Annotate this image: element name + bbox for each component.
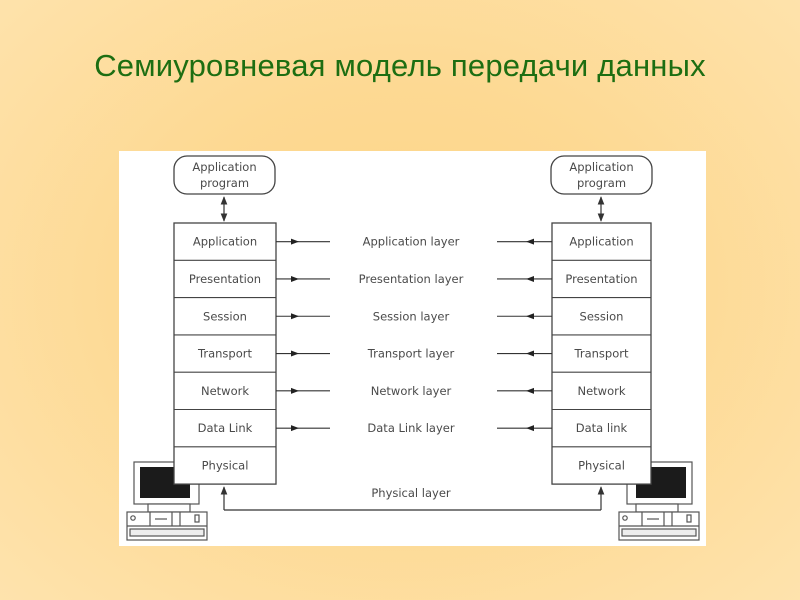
layer-label: Transport [197,347,252,361]
layer-label: Network [577,384,625,398]
layer-cell: Transport [552,334,651,361]
layer-label: Application [569,235,633,249]
slide-title: Семиуровневая модель передачи данных [94,48,706,83]
layer-cell: Presentation [174,259,276,286]
arrowhead-right-icon [291,238,299,245]
stack-frame [173,222,277,485]
peer-link: Session layer [276,309,552,323]
program-label-line2: program [577,176,626,190]
layer-label: Data Link [198,421,253,435]
monitor-stand [147,503,191,513]
layer-cell: Application [193,235,257,249]
layer-cell: Session [174,297,276,323]
peer-link: Data Link layer [276,421,552,435]
peer-link: Presentation layer [276,272,552,286]
layer-label: Data link [576,421,628,435]
program-label-line2: program [200,176,249,190]
layer-cell: Data link [552,408,651,435]
layer-label: Session [203,309,247,323]
arrowhead-left-icon [526,387,534,394]
right-application-program: Application program [550,155,653,195]
layer-cell: Data Link [174,408,276,435]
layer-cell: Presentation [552,259,651,286]
peer-link: Application layer [276,235,552,249]
arrowhead-right-icon [291,387,299,394]
peer-link-label: Application layer [363,235,460,249]
arrowhead-left-icon [526,275,534,282]
peer-link-label: Transport layer [367,347,455,361]
layer-cell: Physical [552,446,651,472]
stack-frame [551,222,652,485]
layer-label: Physical [578,458,625,472]
layer-cell: Network [174,371,276,398]
layer-cell: Application [569,235,633,249]
layer-label: Presentation [565,272,637,286]
layer-cell: Physical [174,446,276,472]
arrowhead-right-icon [291,350,299,357]
layer-label: Network [201,384,249,398]
right-layer-stack: ApplicationPresentationSessionTransportN… [551,222,652,485]
arrowhead-left-icon [526,350,534,357]
layer-label: Presentation [189,272,261,286]
layer-label: Session [580,309,624,323]
layer-cell: Network [552,371,651,398]
peer-link-label: Data Link layer [367,421,454,435]
arrowhead-left-icon [526,313,534,320]
left-application-program: Application program [173,155,276,195]
physical-link-label: Physical layer [371,486,451,500]
left-layer-stack: ApplicationPresentationSessionTransportN… [173,222,277,485]
physical-link: Physical layer [220,486,605,511]
program-label-line1: Application [569,160,633,174]
layer-label: Physical [202,458,249,472]
arrowhead-left-icon [526,425,534,432]
peer-link: Network layer [276,384,552,398]
peer-link-label: Session layer [373,309,450,323]
peer-link-label: Network layer [371,384,452,398]
arrowhead-left-icon [526,238,534,245]
program-label-line1: Application [192,160,256,174]
arrowhead-right-icon [291,313,299,320]
layer-label: Transport [574,347,629,361]
right-computer-icon [618,461,700,541]
layer-label: Application [193,235,257,249]
peer-link-label: Presentation layer [359,272,464,286]
arrowhead-right-icon [291,425,299,432]
arrowhead-right-icon [291,275,299,282]
peer-link: Transport layer [276,347,552,361]
layer-cell: Transport [174,334,276,361]
monitor-stand [635,503,679,513]
layer-cell: Session [552,297,651,323]
